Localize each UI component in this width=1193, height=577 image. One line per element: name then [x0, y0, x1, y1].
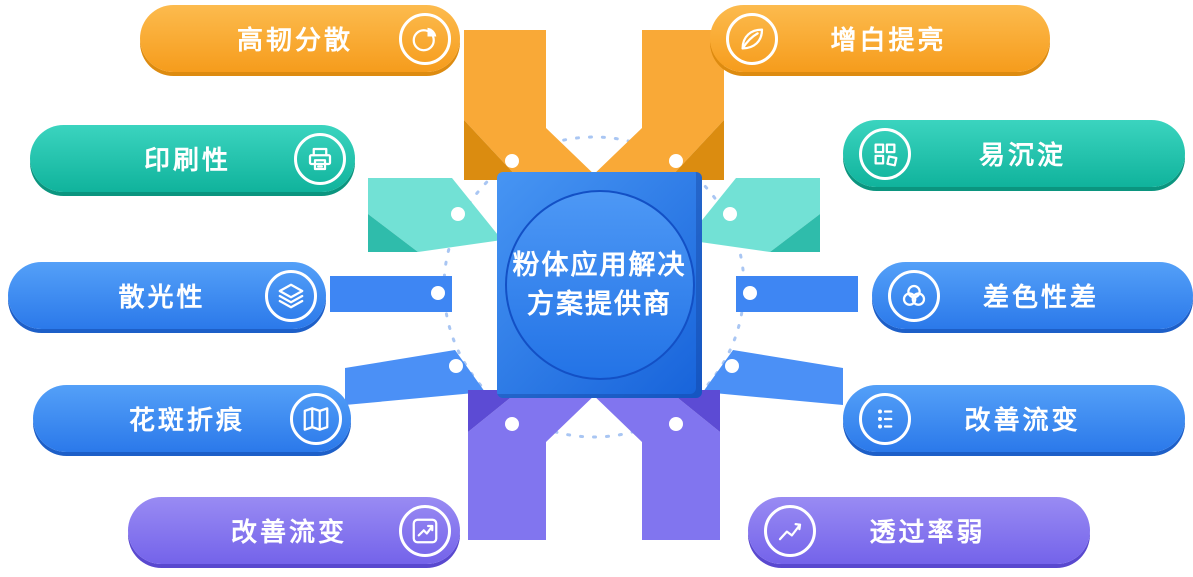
- printer-icon: [294, 132, 346, 185]
- connector-ribbon-right-2: [686, 178, 820, 252]
- connector-dot: [505, 154, 519, 168]
- connector-dot: [723, 207, 737, 221]
- leaf-icon: [726, 12, 778, 65]
- connector-fold-left-2: [368, 214, 418, 252]
- pill-left-2-label: 印刷性: [143, 145, 231, 175]
- slider-list-icon: [859, 392, 911, 445]
- line-chart-icon: [764, 504, 816, 557]
- connector-fold-left-5: [468, 390, 520, 432]
- pill-left-4: 花斑折痕: [33, 385, 351, 452]
- connector-dot: [451, 207, 465, 221]
- connector-dot: [431, 286, 445, 300]
- connector-ribbon-right-1: [588, 30, 724, 180]
- pill-right-1-label: 增白提亮: [830, 25, 947, 55]
- connector-fold-right-2: [770, 214, 820, 252]
- pill-left-5-label: 改善流变: [230, 517, 347, 547]
- center-title-line1: 粉体应用解决: [512, 249, 687, 280]
- pill-right-4-label: 改善流变: [964, 405, 1081, 435]
- connector-ribbon-left-4: [345, 350, 485, 405]
- connector-dot: [669, 417, 683, 431]
- connector-dot: [725, 359, 739, 373]
- connector-dot: [505, 417, 519, 431]
- connector-ribbon-right-4: [703, 350, 843, 405]
- puzzle-blocks-icon: [859, 127, 911, 180]
- pill-left-5: 改善流变: [128, 497, 460, 564]
- pill-right-5-label: 透过率弱: [869, 517, 986, 547]
- connector-dot: [449, 359, 463, 373]
- pill-right-4: 改善流变: [843, 385, 1185, 452]
- pill-right-3: 差色性差: [872, 262, 1193, 329]
- connector-dot: [669, 154, 683, 168]
- pill-right-2: 易沉淀: [843, 120, 1185, 187]
- pill-right-5: 透过率弱: [748, 497, 1090, 564]
- connector-fold-right-1: [668, 120, 724, 180]
- connector-ribbon-right-5: [588, 390, 720, 540]
- connector-ribbon-left-2: [368, 178, 502, 252]
- connector-ribbon-left-3: [330, 276, 452, 312]
- connector-ribbon-left-1: [464, 30, 600, 180]
- center-badge: 粉体应用解决 方案提供商: [497, 172, 702, 398]
- pill-right-2-label: 易沉淀: [978, 140, 1066, 170]
- overlap-circles-icon: [888, 269, 940, 322]
- connector-fold-left-1: [464, 120, 520, 180]
- pill-right-3-label: 差色性差: [982, 282, 1099, 312]
- pill-left-4-label: 花斑折痕: [128, 405, 245, 435]
- map-icon: [290, 392, 342, 445]
- center-circle: 粉体应用解决 方案提供商: [504, 190, 695, 380]
- connector-dot: [743, 286, 757, 300]
- pill-left-1: 高韧分散: [140, 5, 460, 72]
- layers-icon: [265, 269, 317, 322]
- connector-ribbon-right-3: [736, 276, 858, 312]
- pill-left-2: 印刷性: [30, 125, 355, 192]
- pill-left-3-label: 散光性: [118, 282, 206, 312]
- center-title-line2: 方案提供商: [527, 289, 672, 319]
- connector-ribbon-left-5: [468, 390, 600, 540]
- pie-chart-icon: [399, 12, 451, 65]
- pill-left-1-label: 高韧分散: [236, 25, 353, 55]
- pill-right-1: 增白提亮: [710, 5, 1050, 72]
- pill-left-3: 散光性: [8, 262, 326, 329]
- connector-fold-right-5: [668, 390, 720, 432]
- trend-arrow-icon: [399, 504, 451, 557]
